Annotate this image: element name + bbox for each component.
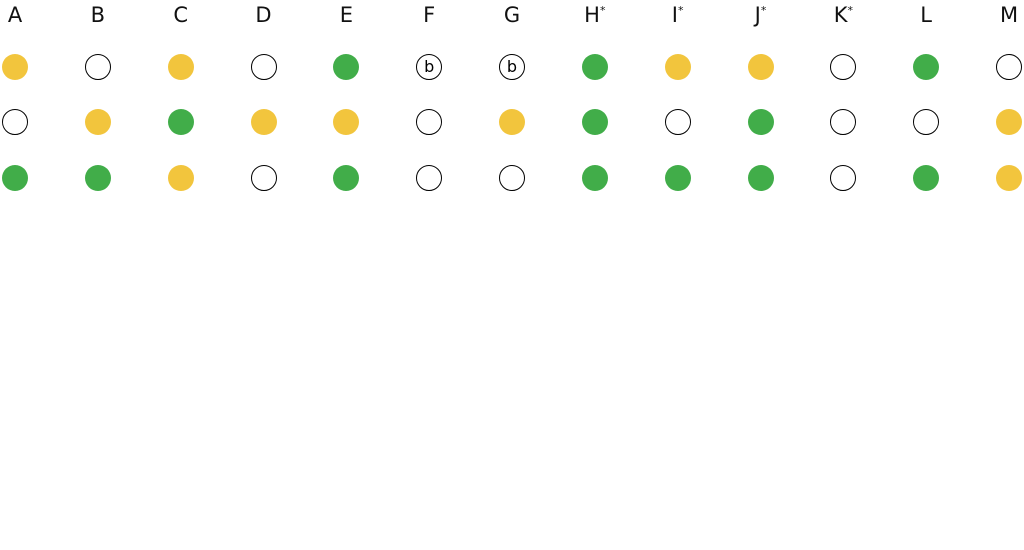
green-dot bbox=[333, 54, 360, 80]
column-label: F bbox=[423, 3, 436, 27]
column-header-g: G bbox=[492, 2, 532, 28]
green-dot bbox=[581, 54, 608, 80]
column-label: M bbox=[999, 3, 1019, 27]
column-header-b: B bbox=[78, 2, 118, 28]
green-dot bbox=[2, 165, 28, 191]
yellow-dot bbox=[250, 109, 277, 135]
column-label: C bbox=[173, 3, 188, 27]
column-header-f: F bbox=[409, 2, 449, 28]
column-label: B bbox=[90, 3, 106, 27]
empty-dot bbox=[84, 54, 111, 80]
green-dot bbox=[167, 109, 194, 135]
green-dot bbox=[913, 54, 940, 80]
yellow-dot bbox=[2, 54, 28, 80]
empty-dot bbox=[913, 109, 940, 135]
column-label: L bbox=[920, 3, 932, 27]
yellow-dot bbox=[333, 109, 360, 135]
column-label: J bbox=[754, 3, 761, 27]
column-header-c: C bbox=[161, 2, 201, 28]
green-dot bbox=[664, 165, 691, 191]
empty-dot bbox=[830, 165, 857, 191]
yellow-dot bbox=[996, 165, 1022, 191]
empty-dot bbox=[499, 165, 525, 191]
column-label: H bbox=[584, 3, 600, 27]
column-label: E bbox=[339, 3, 353, 27]
empty-dot bbox=[996, 54, 1022, 80]
yellow-dot bbox=[664, 54, 691, 80]
green-dot bbox=[747, 165, 774, 191]
yellow-dot bbox=[747, 54, 774, 80]
column-label: K bbox=[833, 3, 848, 27]
lettered-dot: b bbox=[416, 54, 443, 80]
empty-dot bbox=[830, 109, 857, 135]
column-label: G bbox=[503, 3, 521, 27]
column-label: D bbox=[255, 3, 272, 27]
column-asterisk: * bbox=[678, 4, 684, 17]
yellow-dot bbox=[167, 165, 194, 191]
empty-dot bbox=[250, 54, 277, 80]
column-header-l: L bbox=[906, 2, 946, 28]
column-label: A bbox=[7, 3, 23, 27]
empty-dot bbox=[250, 165, 277, 191]
green-dot bbox=[581, 165, 608, 191]
green-dot bbox=[581, 109, 608, 135]
column-header-m: M bbox=[989, 2, 1024, 28]
column-header-e: E bbox=[326, 2, 366, 28]
empty-dot bbox=[2, 109, 28, 135]
column-header-i: I* bbox=[658, 2, 698, 28]
column-header-d: D bbox=[244, 2, 284, 28]
column-header-k: K* bbox=[823, 2, 863, 28]
green-dot bbox=[747, 109, 774, 135]
empty-dot bbox=[830, 54, 857, 80]
column-asterisk: * bbox=[599, 4, 606, 17]
yellow-dot bbox=[499, 109, 525, 135]
green-dot bbox=[84, 165, 111, 191]
lettered-dot: b bbox=[499, 54, 525, 80]
column-label: I bbox=[671, 3, 678, 27]
empty-dot bbox=[416, 109, 443, 135]
green-dot bbox=[333, 165, 360, 191]
green-dot bbox=[913, 165, 940, 191]
column-asterisk: * bbox=[760, 4, 767, 17]
column-header-h: H* bbox=[575, 2, 615, 28]
column-header-j: J* bbox=[741, 2, 781, 28]
column-header-a: A bbox=[0, 2, 35, 28]
dot-letter: b bbox=[506, 57, 518, 76]
column-asterisk: * bbox=[847, 4, 853, 17]
yellow-dot bbox=[167, 54, 194, 80]
empty-dot bbox=[664, 109, 691, 135]
empty-dot bbox=[416, 165, 443, 191]
dot-letter: b bbox=[424, 57, 435, 76]
yellow-dot bbox=[84, 109, 111, 135]
yellow-dot bbox=[996, 109, 1022, 135]
